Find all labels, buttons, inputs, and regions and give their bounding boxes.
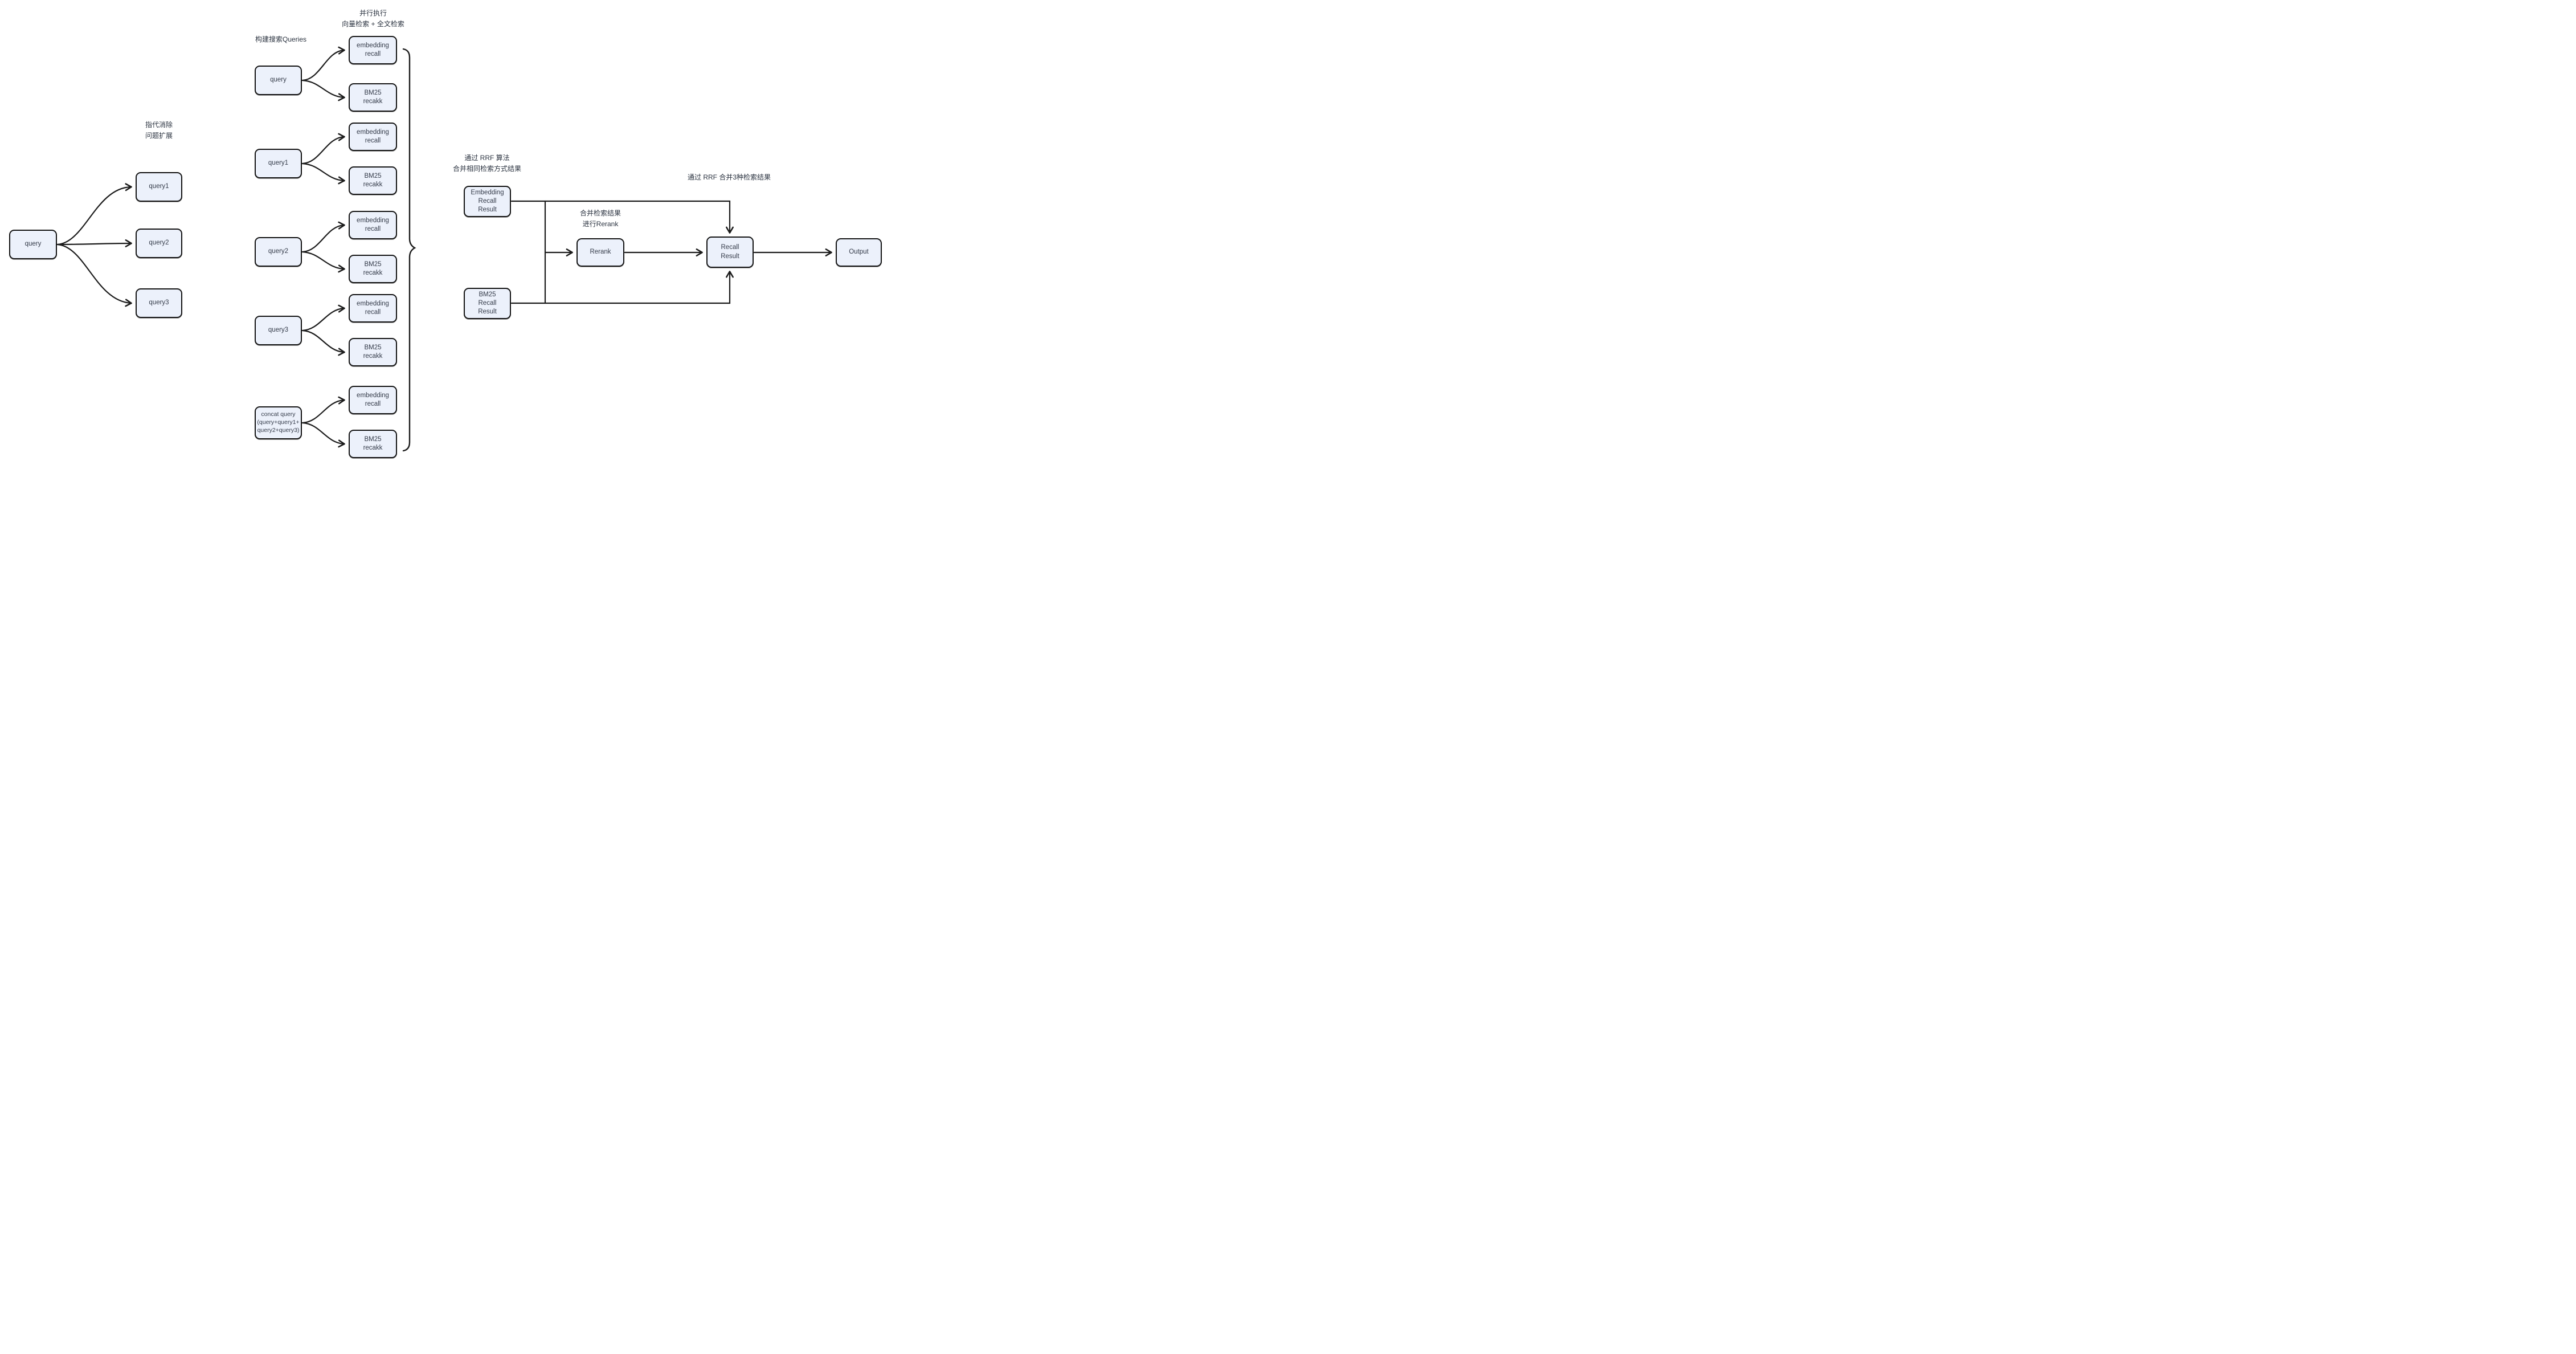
arrow-mquery1-to-bm25 [301,162,345,185]
annotation-build-queries: 构建搜索Queries [255,35,307,43]
line-bm25-result-to-recall-result [510,271,734,304]
arrow-query-to-query3 [56,243,132,307]
node-bm25-recall-0: BM25 recakk [349,83,397,112]
arrow-mquery2-to-bm25 [301,251,345,273]
node-search-query: query [255,66,302,95]
node-bm25-recall-2: BM25 recakk [349,255,397,283]
arrow-query-to-query1 [56,183,132,246]
arrow-mquery2-to-embedding [301,221,345,253]
arrow-mquery-to-embedding [301,46,345,81]
node-embedding-recall-3: embedding recall [349,294,397,323]
arrow-mquery-to-bm25 [301,79,345,101]
curly-brace [402,48,416,452]
node-rerank: Rerank [576,238,624,267]
annotation-merge-rerank: 合并检索结果 进行Rerank [579,209,621,229]
node-search-query2: query2 [255,237,302,267]
node-embedding-recall-1: embedding recall [349,123,397,151]
node-concat-query: concat query (query+query1+ query2+query… [255,406,302,439]
node-embedding-recall-result: Embedding Recall Result [464,186,511,217]
node-embedding-recall-0: embedding recall [349,36,397,64]
node-bm25-recall-1: BM25 recakk [349,166,397,195]
node-query2-expanded: query2 [136,229,182,258]
node-query1-expanded: query1 [136,172,182,202]
node-bm25-recall-4: BM25 recakk [349,430,397,458]
connector-layer [56,46,832,452]
arrow-concat-to-bm25 [301,422,345,448]
node-bm25-recall-result: BM25 Recall Result [464,288,511,319]
node-embedding-recall-2: embedding recall [349,211,397,239]
rag-retrieval-flow-diagram: 指代消除 问题扩展 构建搜索Queries 并行执行 向量检索 + 全文检索 通… [0,0,893,470]
node-output: Output [836,238,882,267]
annotation-parallel-execution: 并行执行 向量检索 + 全文检索 [342,9,404,28]
arrow-mquery3-to-embedding [301,304,345,332]
annotation-rrf-merge-same: 通过 RRF 算法 合并相同检索方式结果 [452,154,521,173]
annotation-rrf-merge-three: 通过 RRF 合并3种检索结果 [687,173,771,181]
line-embedding-result-to-recall-result [510,200,734,234]
node-bm25-recall-3: BM25 recakk [349,338,397,366]
arrow-query-to-query2 [56,239,132,247]
node-search-query3: query3 [255,316,302,345]
node-search-query1: query1 [255,149,302,178]
arrow-mquery3-to-bm25 [301,329,345,356]
node-recall-result: Recall Result [706,236,754,268]
node-query3-expanded: query3 [136,288,182,318]
node-embedding-recall-4: embedding recall [349,386,397,414]
node-query-original: query [9,230,57,259]
arrow-concat-to-embedding [301,396,345,424]
arrow-mquery1-to-embedding [301,133,345,165]
annotation-coreference-expansion: 指代消除 问题扩展 [145,121,173,140]
